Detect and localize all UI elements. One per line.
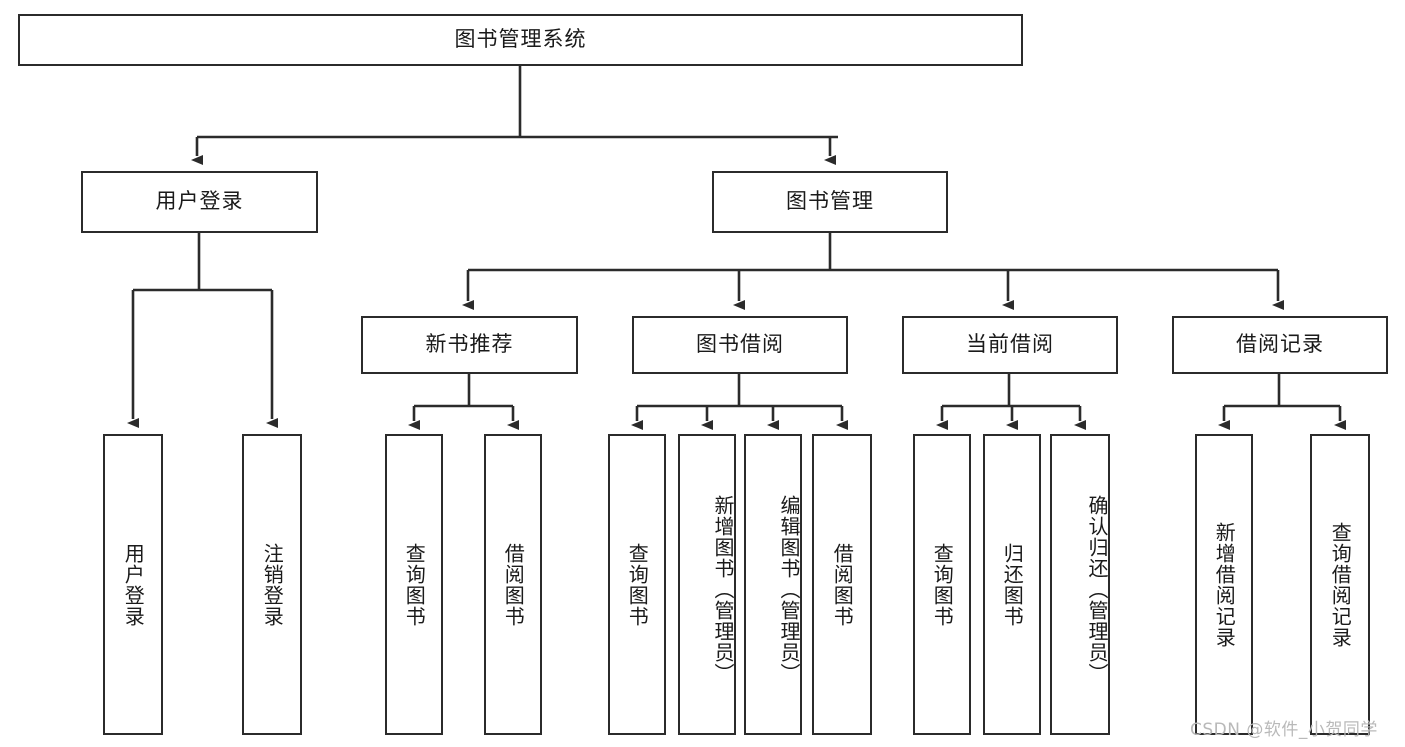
node-leaf-bb-query-book-label: 查询图书 [625,542,650,627]
node-user-login[interactable]: 用户登录 [81,171,318,233]
node-book-borrow[interactable]: 图书借阅 [632,316,848,374]
node-leaf-user-logout-label: 注销登录 [260,542,285,627]
node-leaf-user-login-label: 用户登录 [121,542,146,627]
node-leaf-br-add-record-label: 新增借阅记录 [1212,521,1237,648]
node-leaf-br-query-record-label: 查询借阅记录 [1328,521,1353,648]
csdn-watermark: CSDN @软件_小贺同学 [1190,715,1378,740]
node-leaf-user-login[interactable]: 用户登录 [103,434,163,735]
node-current-borrow[interactable]: 当前借阅 [902,316,1118,374]
node-leaf-cb-return-book-label: 归还图书 [1000,542,1025,627]
node-leaf-br-add-record[interactable]: 新增借阅记录 [1195,434,1253,735]
node-leaf-rec-borrow-book-label: 借阅图书 [501,542,526,627]
node-leaf-bb-borrow-book-label: 借阅图书 [830,542,855,627]
node-leaf-rec-query-book[interactable]: 查询图书 [385,434,443,735]
node-root-label: 图书管理系统 [454,27,587,52]
node-leaf-cb-query-book[interactable]: 查询图书 [913,434,971,735]
node-leaf-bb-borrow-book[interactable]: 借阅图书 [812,434,872,735]
node-leaf-cb-confirm-return-label: 确认归还（管理员） [1085,495,1109,684]
node-leaf-rec-query-book-label: 查询图书 [402,542,427,627]
node-current-borrow-label: 当前借阅 [966,332,1054,357]
node-book-manage-label: 图书管理 [786,189,874,214]
node-leaf-rec-borrow-book[interactable]: 借阅图书 [484,434,542,735]
csdn-watermark-text: CSDN @软件_小贺同学 [1190,720,1378,740]
node-root[interactable]: 图书管理系统 [18,14,1023,66]
node-leaf-cb-query-book-label: 查询图书 [930,542,955,627]
node-leaf-bb-add-book-label: 新增图书（管理员） [711,495,735,684]
node-new-book-rec[interactable]: 新书推荐 [361,316,578,374]
node-leaf-bb-edit-book[interactable]: 编辑图书（管理员） [744,434,802,735]
node-leaf-cb-return-book[interactable]: 归还图书 [983,434,1041,735]
node-borrow-record-label: 借阅记录 [1236,332,1324,357]
node-leaf-user-logout[interactable]: 注销登录 [242,434,302,735]
node-new-book-rec-label: 新书推荐 [425,332,514,357]
node-leaf-cb-confirm-return[interactable]: 确认归还（管理员） [1050,434,1110,735]
node-leaf-bb-add-book[interactable]: 新增图书（管理员） [678,434,736,735]
node-user-login-label: 用户登录 [155,189,244,214]
node-borrow-record[interactable]: 借阅记录 [1172,316,1388,374]
node-leaf-bb-query-book[interactable]: 查询图书 [608,434,666,735]
node-book-borrow-label: 图书借阅 [696,332,784,357]
node-book-manage[interactable]: 图书管理 [712,171,948,233]
node-leaf-bb-edit-book-label: 编辑图书（管理员） [777,495,801,684]
node-leaf-br-query-record[interactable]: 查询借阅记录 [1310,434,1370,735]
